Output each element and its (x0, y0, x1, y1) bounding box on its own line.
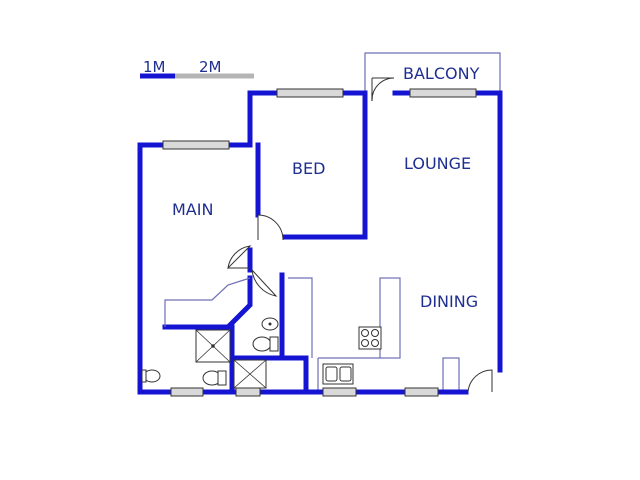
room-label-main: MAIN (172, 200, 213, 219)
basin-bathroom (261, 317, 279, 331)
dining-cupboard (442, 357, 460, 392)
window-kitchen (322, 387, 357, 397)
door-balcony[interactable] (371, 77, 395, 101)
door-bathroom[interactable] (251, 269, 278, 297)
window-main-south (170, 387, 204, 397)
window-bed (276, 88, 344, 98)
door-main[interactable] (227, 245, 252, 270)
kitchen-fixtures (322, 326, 382, 385)
toilet-main (141, 369, 161, 383)
scale-label-2m: 2M (199, 58, 222, 76)
wall-bathroom-angled (162, 275, 253, 330)
room-label-bed: BED (292, 159, 325, 178)
balcony-outline (364, 52, 501, 93)
interior-fixtures (288, 277, 460, 392)
kitchen-cupboard-line (288, 277, 313, 358)
kitchen-counter (379, 277, 401, 359)
window-bathroom (235, 387, 261, 397)
sink (322, 363, 354, 385)
room-label-balcony: BALCONY (403, 64, 480, 83)
toilet-ensuite (202, 370, 227, 386)
room-label-lounge: LOUNGE (404, 154, 471, 173)
bathroom-fixtures (141, 317, 279, 389)
door-entrance[interactable] (467, 369, 493, 393)
walls (137, 90, 503, 395)
window-main (162, 140, 230, 150)
scale-label-1m: 1M (143, 58, 166, 76)
window-lounge (409, 88, 477, 98)
scale-bar: 1M 2M (140, 58, 254, 79)
door-bed[interactable] (257, 214, 284, 241)
passage-cupboard-outline (164, 277, 251, 327)
room-label-dining: DINING (420, 292, 478, 311)
wall-bed-north (247, 90, 368, 148)
stove (358, 326, 382, 350)
doors (227, 77, 493, 393)
window-dining (404, 387, 439, 397)
toilet-bathroom (252, 336, 279, 352)
